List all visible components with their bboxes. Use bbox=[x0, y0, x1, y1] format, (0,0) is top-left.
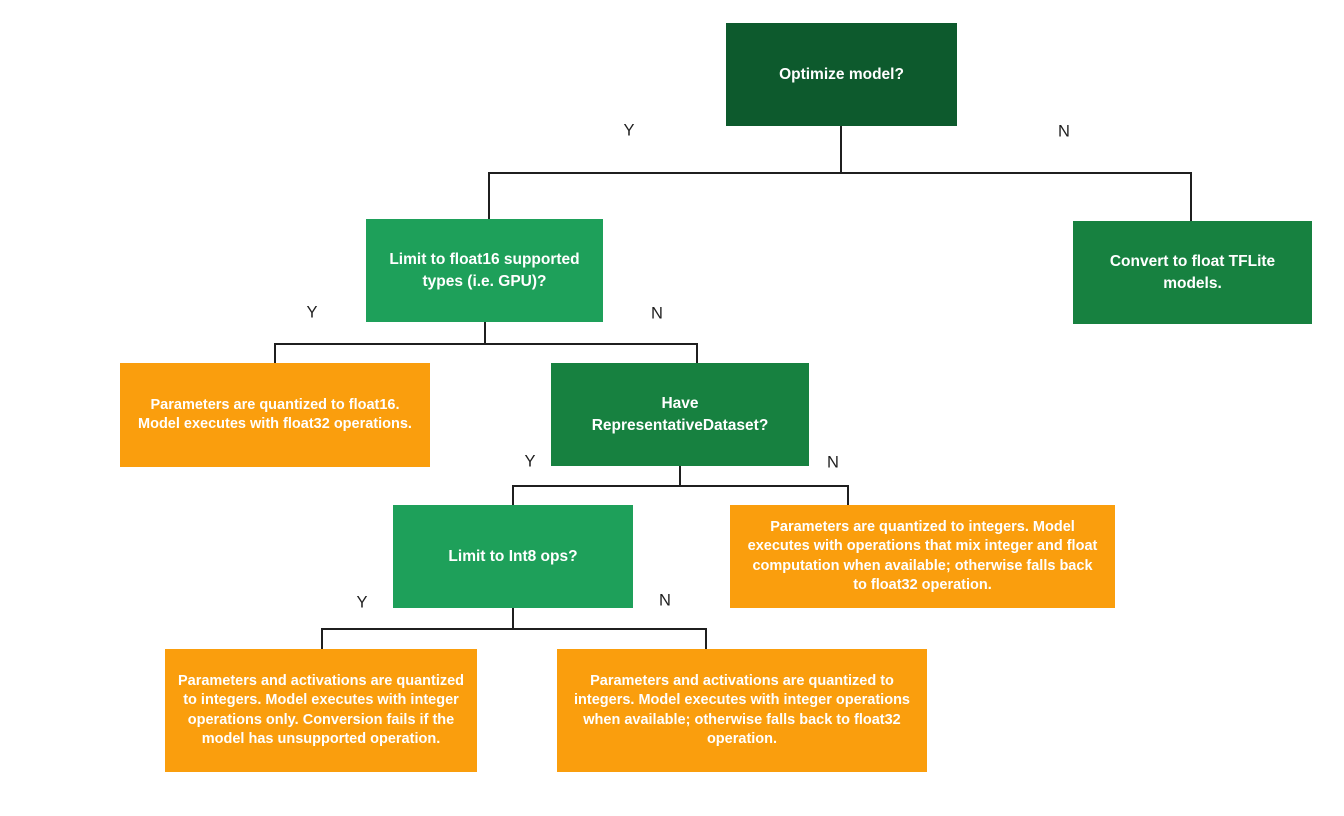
branch-label-float16-no: N bbox=[651, 304, 663, 323]
branch-label-int8-yes: Y bbox=[356, 593, 368, 612]
connector-float16-yes-drop bbox=[274, 343, 276, 363]
connector-int8-yes-drop bbox=[321, 628, 323, 649]
node-optimize-model-label: Optimize model? bbox=[779, 65, 904, 83]
node-integer-only-result: Parameters and activations are quantized… bbox=[165, 649, 477, 772]
node-mixed-integer-float-result: Parameters are quantized to integers. Mo… bbox=[730, 505, 1115, 608]
connector-repdataset-no-drop bbox=[847, 485, 849, 505]
branch-label-repdataset-yes: Y bbox=[524, 452, 536, 471]
connector-int8-down bbox=[512, 608, 514, 629]
node-integer-fallback-result: Parameters and activations are quantized… bbox=[557, 649, 927, 772]
connector-optimize-horizontal bbox=[488, 172, 1192, 174]
connector-repdataset-yes-drop bbox=[512, 485, 514, 505]
connector-float16-down bbox=[484, 322, 486, 344]
connector-repdataset-down bbox=[679, 466, 681, 486]
node-limit-float16: Limit to float16 supported types (i.e. G… bbox=[366, 219, 603, 322]
node-convert-float-tflite: Convert to float TFLite models. bbox=[1073, 221, 1312, 324]
node-float16-result: Parameters are quantized to float16. Mod… bbox=[120, 363, 430, 467]
branch-label-optimize-yes: Y bbox=[623, 121, 635, 140]
node-mixed-integer-float-result-label: Parameters are quantized to integers. Mo… bbox=[747, 518, 1098, 593]
connector-float16-horizontal bbox=[274, 343, 698, 345]
branch-label-int8-no: N bbox=[659, 591, 671, 610]
node-limit-int8-ops: Limit to Int8 ops? bbox=[393, 505, 633, 608]
branch-label-optimize-no: N bbox=[1058, 122, 1070, 141]
connector-int8-no-drop bbox=[705, 628, 707, 649]
node-integer-only-result-label: Parameters and activations are quantized… bbox=[177, 672, 465, 747]
node-optimize-model: Optimize model? bbox=[726, 23, 957, 126]
connector-optimize-down bbox=[840, 126, 842, 173]
branch-label-repdataset-no: N bbox=[827, 453, 839, 472]
connector-repdataset-horizontal bbox=[512, 485, 849, 487]
node-limit-int8-ops-label: Limit to Int8 ops? bbox=[448, 547, 578, 565]
connector-float16-no-drop bbox=[696, 343, 698, 363]
node-limit-float16-label: Limit to float16 supported types (i.e. G… bbox=[389, 250, 580, 290]
node-convert-float-tflite-label: Convert to float TFLite models. bbox=[1109, 252, 1276, 292]
node-have-representative-dataset-label: Have RepresentativeDataset? bbox=[591, 394, 769, 434]
node-float16-result-label: Parameters are quantized to float16. Mod… bbox=[138, 396, 412, 432]
node-have-representative-dataset: Have RepresentativeDataset? bbox=[551, 363, 809, 466]
connector-optimize-no-drop bbox=[1190, 172, 1192, 221]
connector-optimize-yes-drop bbox=[488, 172, 490, 219]
node-integer-fallback-result-label: Parameters and activations are quantized… bbox=[574, 672, 910, 747]
connector-int8-horizontal bbox=[321, 628, 707, 630]
branch-label-float16-yes: Y bbox=[306, 303, 318, 322]
